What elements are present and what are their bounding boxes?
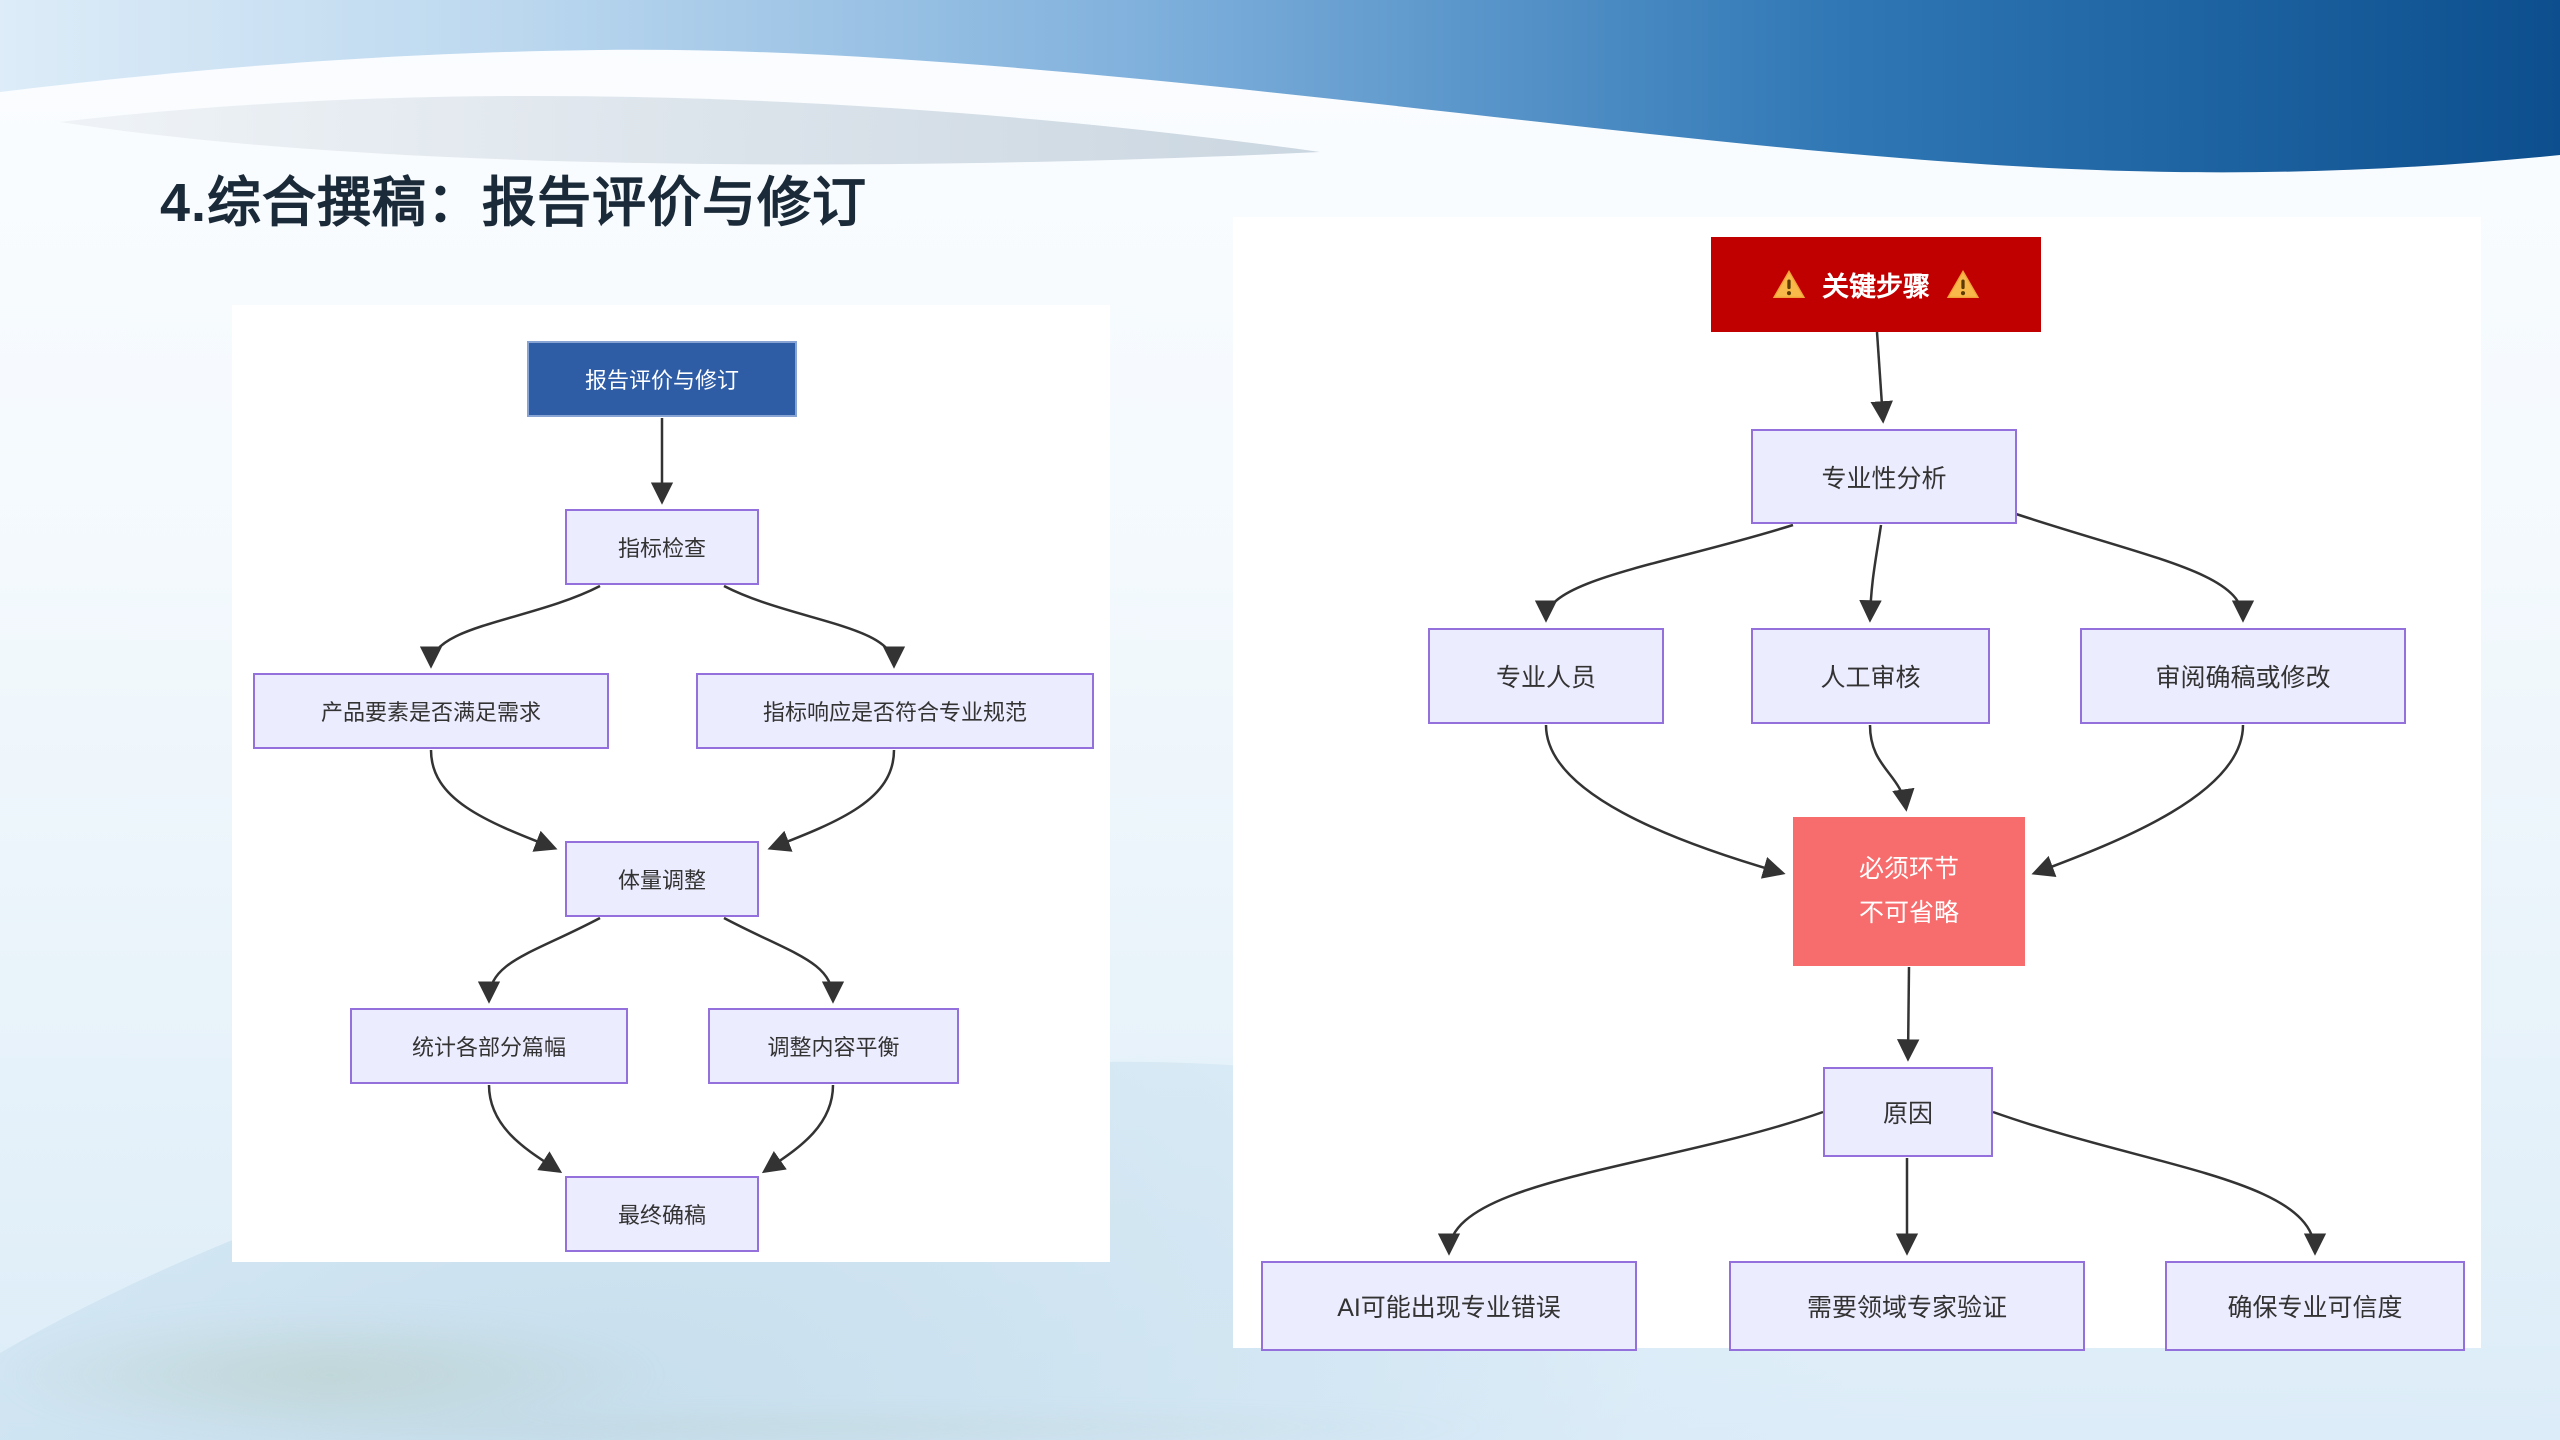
node-credibility: 确保专业可信度	[2165, 1261, 2465, 1351]
node-expert-validation: 需要领域专家验证	[1729, 1261, 2085, 1351]
node-label: 报告评价与修订	[584, 368, 739, 393]
node-label: 原因	[1882, 1100, 1933, 1128]
right-flowchart-edges	[1437, 331, 2327, 1256]
node-review-finalize-modify: 审阅确稿或修改	[2080, 628, 2406, 724]
node-label: 体量调整	[617, 868, 706, 893]
node-label: 指标响应是否符合专业规范	[762, 700, 1027, 725]
node-label: 需要领域专家验证	[1806, 1294, 2007, 1322]
node-reason: 原因	[1823, 1067, 1993, 1157]
warning-icon	[1946, 269, 1980, 298]
header-grey-swoosh	[60, 95, 1320, 165]
node-label: 最终确稿	[617, 1203, 706, 1228]
node-label-line1: 必须环节	[1858, 854, 1959, 883]
node-label: 指标检查	[617, 536, 706, 561]
node-label: 产品要素是否满足需求	[320, 700, 541, 725]
node-balance-content: 调整内容平衡	[708, 1008, 959, 1084]
header-wave	[0, 0, 2560, 173]
banner-label: 关键步骤	[1822, 272, 1930, 302]
node-manual-review: 人工审核	[1751, 628, 1990, 724]
node-final-draft: 最终确稿	[565, 1176, 759, 1252]
node-label: AI可能出现专业错误	[1337, 1294, 1561, 1322]
node-indicator-check: 指标检查	[565, 509, 759, 585]
node-label: 专业人员	[1495, 664, 1596, 692]
node-indicator-spec: 指标响应是否符合专业规范	[696, 673, 1094, 749]
node-volume-adjust: 体量调整	[565, 841, 759, 917]
page-title: 4.综合撰稿：报告评价与修订	[160, 173, 868, 234]
node-label: 审阅确稿或修改	[2155, 664, 2331, 692]
node-ai-errors: AI可能出现专业错误	[1261, 1261, 1637, 1351]
node-label: 专业性分析	[1821, 464, 1947, 493]
node-label: 调整内容平衡	[767, 1035, 900, 1060]
warning-icon	[1772, 269, 1806, 298]
header-blue-band	[0, 0, 2560, 173]
node-report-eval-revise: 报告评价与修订	[527, 341, 797, 417]
node-professional-staff: 专业人员	[1428, 628, 1664, 724]
node-label: 人工审核	[1820, 664, 1921, 692]
node-label: 确保专业可信度	[2227, 1294, 2403, 1322]
node-professional-analysis: 专业性分析	[1751, 429, 2017, 524]
node-label-line2: 不可省略	[1858, 898, 1959, 927]
left-flowchart-edges	[419, 418, 906, 1174]
node-mandatory-step: 必须环节 不可省略	[1793, 817, 2025, 966]
node-count-sections: 统计各部分篇幅	[350, 1008, 628, 1084]
left-flowchart-panel: 报告评价与修订 指标检查 产品要素是否满足需求 指标响应是否符合专业规范 体量调…	[232, 305, 1110, 1262]
node-label: 统计各部分篇幅	[411, 1035, 566, 1060]
node-product-elements: 产品要素是否满足需求	[253, 673, 609, 749]
critical-step-banner: 关键步骤	[1711, 237, 2041, 332]
right-flowchart-panel: 关键步骤 专业性分析 专业人员 人工审核 审阅确稿或修改 必须环节 不可省略 原…	[1233, 217, 2481, 1351]
